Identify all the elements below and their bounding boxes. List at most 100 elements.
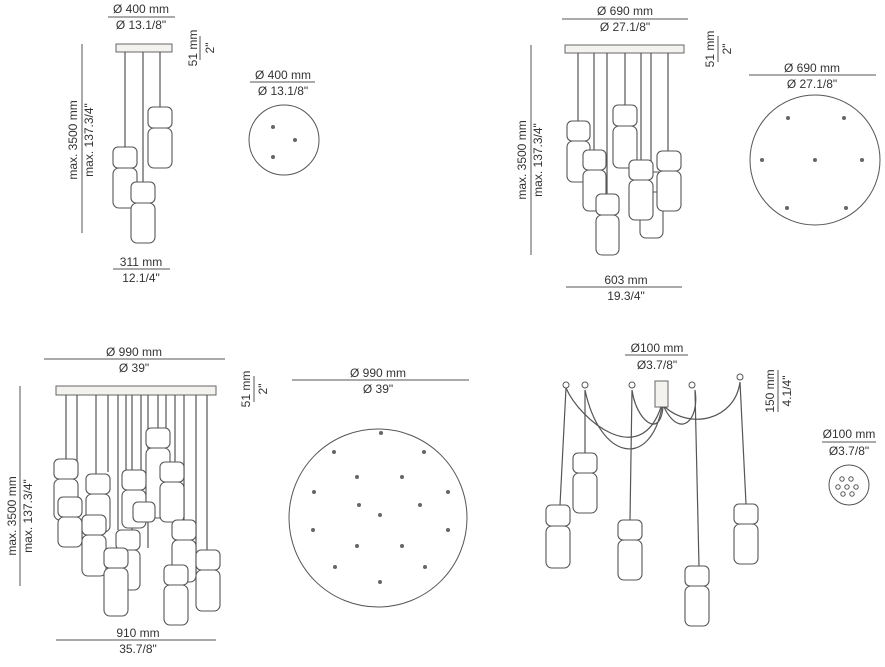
canopy [654,380,669,408]
pendant-glass-bottom [147,127,173,169]
cord-outlet [760,158,764,162]
pendant-glass-bottom [684,585,710,627]
canopy-height-mm: 51 mm [703,31,717,68]
cord-outlet [839,476,845,482]
plan-diameter-mm: Ø 990 mm [350,366,406,380]
pendant-glass-top [582,149,607,171]
pendant-cord [559,387,662,506]
pendant-glass-top [684,565,710,587]
cord-outlet [860,158,864,162]
plan-diameter-mm: Ø 400 mm [255,68,311,82]
canopy-width-mm: Ø 400 mm [113,2,169,16]
drop-in: max. 137.3/4" [82,103,96,177]
cord-outlet [813,158,817,162]
pendant-glass-top [85,473,111,495]
cord-outlet [849,491,855,497]
pendant-glass-bottom [612,125,638,169]
cord-outlet [786,116,790,120]
canopy-height-mm: 51 mm [186,30,200,67]
pendant-glass-bottom [163,584,189,626]
pendant-glass-top [132,501,156,523]
canopy-plan-view [288,428,468,608]
pendant-glass-bottom [628,179,654,221]
cord-outlet [378,580,382,584]
plan-diameter-in: Ø 13.1/8" [258,84,308,98]
cord-outlet [332,450,336,454]
canopy-height-in: 2" [203,43,217,54]
ceiling-hook [628,381,636,389]
ceiling-hook [562,381,570,389]
pendant-glass-top [103,547,129,569]
canopy-width-in: Ø 13.1/8" [116,18,166,32]
pendant-cord [664,381,747,505]
cord-outlet [333,565,337,569]
spread-mm: 603 mm [604,273,647,287]
config-seven-pendant: Ø 690 mm Ø 27.1/8" 51 mm 2" max. 3500 mm… [515,4,881,303]
cord-outlet [840,491,846,497]
pendant-glass-top [572,452,598,474]
pendant-glass-bottom [57,516,83,548]
cord-outlet [378,513,382,517]
pendant-glass-bottom [572,472,598,514]
cord-outlet [446,528,450,532]
canopy [564,44,685,54]
config-spider-pendant: Ø100 mm Ø3.7/8" 150 mm 4.1/4" Ø100 mm Ø3… [545,341,876,627]
cord-outlet [271,155,275,159]
ceiling-hook [688,381,696,389]
cord-outlet [418,503,422,507]
canopy-width-mm: Ø100 mm [631,341,684,355]
cord-outlet [355,475,359,479]
pendant-glass-top [159,461,185,483]
cord-outlet [848,476,854,482]
spread-in: 12.1/4" [122,271,160,285]
canopy-plan-view [248,104,320,176]
ceiling-hook [736,373,744,381]
pendant-glass-top [595,193,620,216]
pendant-glass-bottom [656,170,682,212]
spread-mm: 910 mm [116,626,159,640]
canopy [55,385,217,396]
pendant-glass-top [121,469,147,491]
plan-diameter-mm: Ø100 mm [823,427,876,441]
canopy-plan-view [828,464,870,506]
cord-outlet [446,490,450,494]
canopy-width-in: Ø 27.1/8" [600,20,650,34]
canopy-width-in: Ø3.7/8" [637,358,677,372]
plan-diameter-mm: Ø 690 mm [784,61,840,75]
pendant-glass-top [112,146,138,169]
pendant-cord [629,389,664,521]
cord-outlet [379,431,383,435]
pendant-glass-top [81,514,107,536]
canopy-height-in: 2" [720,44,734,55]
spread-in: 19.3/4" [607,289,645,303]
pendant-glass-bottom [195,569,221,612]
canopy [115,43,173,53]
pendant-glass-top [130,181,156,204]
cord-outlet [842,116,846,120]
pendant-glass-bottom [733,523,759,565]
plan-diameter-in: Ø3.7/8" [829,444,869,458]
cord-outlet [400,475,404,479]
cord-outlet [400,544,404,548]
cord-outlet [357,503,361,507]
drop-in: max. 137.3/4" [21,479,35,553]
cord-outlet [853,484,859,490]
config-three-pendant: Ø 400 mm Ø 13.1/8" 51 mm 2" max. 3500 mm… [66,2,320,285]
cord-outlet [423,565,427,569]
pendant-glass-top [195,549,221,571]
pendant-glass-top [147,106,173,129]
pendant-glass-top [566,120,591,142]
canopy-width-in: Ø 39" [119,361,149,375]
plan-diameter-in: Ø 39" [363,382,393,396]
config-fifteen-pendant: Ø 990 mm Ø 39" 51 mm 2" max. 3500 mm max… [5,345,469,656]
cord-outlet [785,206,789,210]
canopy-width-mm: Ø 690 mm [597,4,653,18]
pendant-cord [584,389,663,453]
pendant-glass-top [163,564,189,586]
spread-mm: 311 mm [120,255,162,269]
canopy-height-in: 4.1/4" [780,376,794,407]
cord-outlet [293,138,297,142]
cord-outlet [311,528,315,532]
spread-in: 35.7/8" [119,642,157,656]
